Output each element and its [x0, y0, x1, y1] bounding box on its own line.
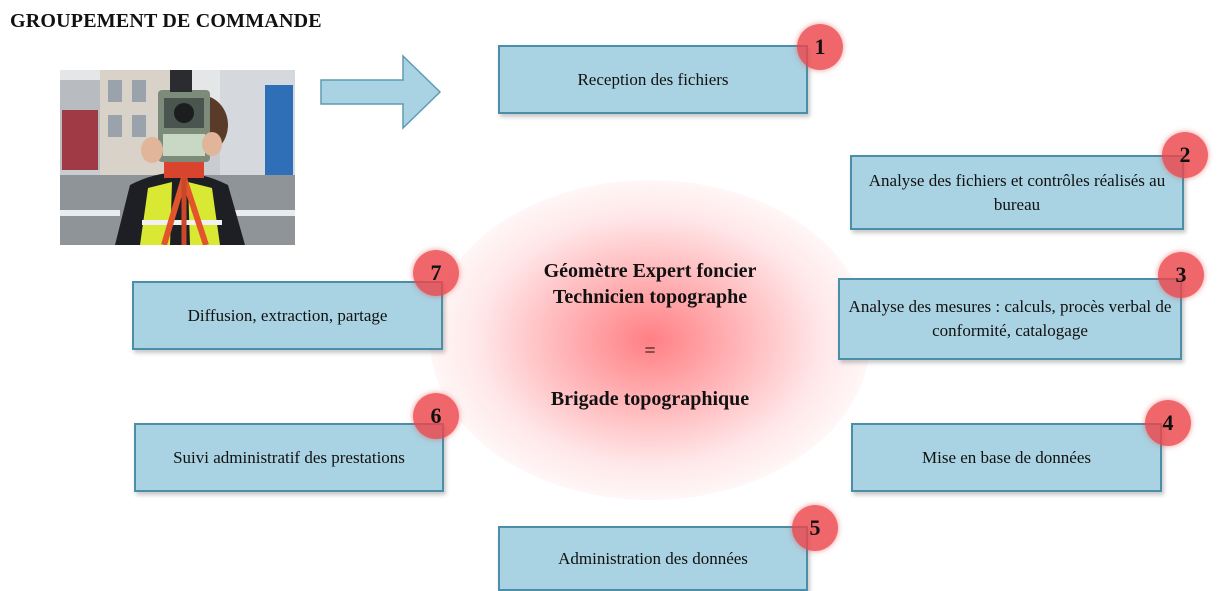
step-label-3: Analyse des mesures : calculs, procès ve… — [848, 297, 1172, 340]
center-line-1: Géomètre Expert foncier — [543, 260, 757, 282]
step-box-6: Suivi administratif des prestations — [134, 423, 444, 492]
step-badge-1: 1 — [797, 24, 843, 70]
step-label-5: Administration des données — [558, 548, 748, 568]
center-glow — [430, 180, 870, 500]
center-label: Géomètre Expert foncier Technicien topog… — [480, 258, 820, 412]
center-line-2: Technicien topographe — [552, 286, 748, 308]
center-equals: = — [644, 340, 656, 362]
center-line-3: Brigade topographique — [550, 388, 750, 410]
step-badge-3: 3 — [1158, 252, 1204, 298]
step-badge-2: 2 — [1162, 132, 1208, 178]
step-box-3: Analyse des mesures : calculs, procès ve… — [838, 278, 1182, 360]
step-badge-6: 6 — [413, 393, 459, 439]
surveyor-photo — [60, 70, 295, 245]
step-label-1: Reception des fichiers — [577, 69, 729, 89]
step-box-4: Mise en base de données — [851, 423, 1162, 492]
step-badge-7: 7 — [413, 250, 459, 296]
step-label-7: Diffusion, extraction, partage — [187, 305, 388, 325]
arrow-right-icon — [320, 54, 442, 130]
step-badge-4: 4 — [1145, 400, 1191, 446]
diagram-title: GROUPEMENT DE COMMANDE — [10, 10, 322, 32]
step-label-4: Mise en base de données — [921, 447, 1091, 467]
step-box-5: Administration des données — [498, 526, 808, 591]
step-label-6: Suivi administratif des prestations — [173, 447, 405, 467]
step-label-2: Analyse des fichiers et contrôles réalis… — [868, 170, 1166, 214]
step-badge-5: 5 — [792, 505, 838, 551]
step-box-2: Analyse des fichiers et contrôles réalis… — [850, 155, 1184, 230]
step-box-7: Diffusion, extraction, partage — [132, 281, 443, 350]
step-box-1: Reception des fichiers — [498, 45, 808, 114]
